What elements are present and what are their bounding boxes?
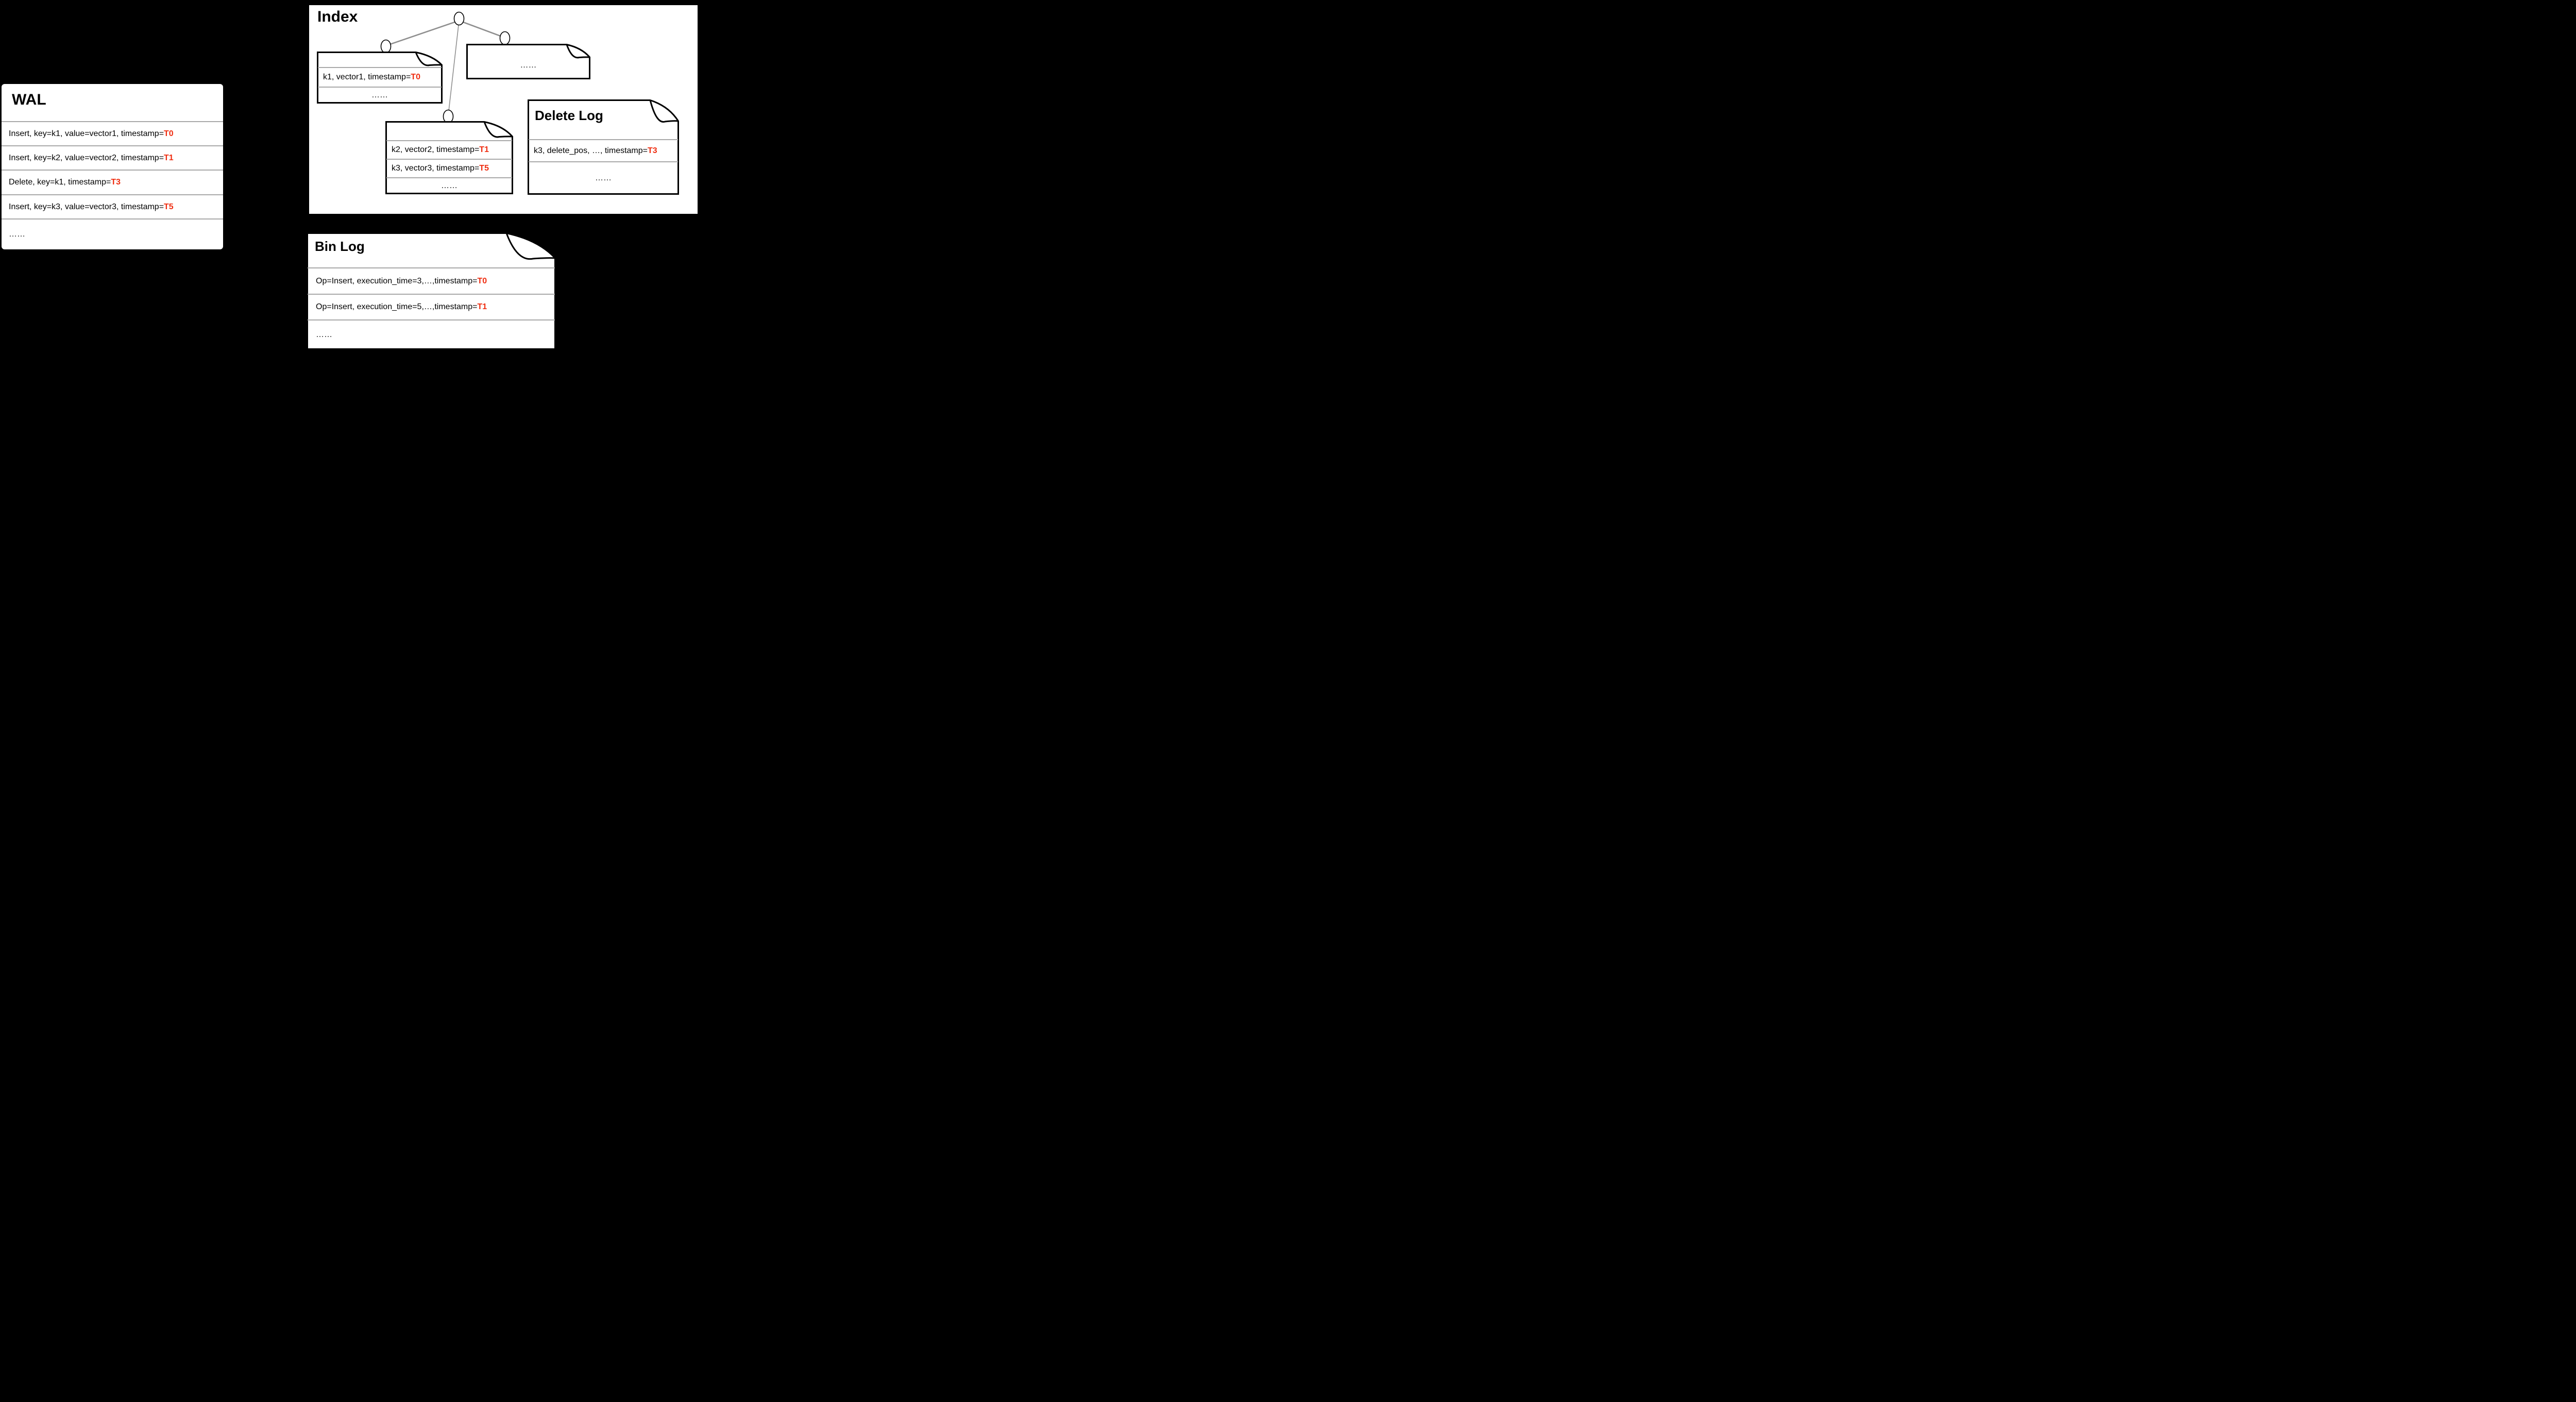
folded-corner	[649, 100, 679, 123]
delete-log-title: Delete Log	[535, 108, 603, 123]
timestamp-value: T5	[164, 202, 174, 211]
bin-log-row-text: Op=Insert, execution_time=5,…,timestamp=	[316, 302, 478, 311]
document-page-icon	[385, 121, 513, 194]
delete-log-row-ellipsis: ……	[529, 161, 678, 194]
timestamp-value: T0	[477, 276, 487, 285]
bin-log-row-text: Op=Insert, execution_time=3,…,timestamp=	[316, 276, 478, 285]
ellipsis-text: ……	[371, 90, 388, 99]
tree-node-right	[499, 31, 511, 45]
wal-row-insert-k3: Insert, key=k3, value=vector3, timestamp…	[2, 194, 223, 218]
folded-corner	[566, 44, 590, 59]
timestamp-value: T3	[648, 146, 657, 155]
wal-row-text: Insert, key=k3, value=vector3, timestamp…	[9, 202, 164, 211]
wal-row-text: Insert, key=k1, value=vector1, timestamp…	[9, 129, 164, 138]
timestamp-value: T1	[164, 153, 174, 162]
diagram-canvas: WAL Insert, key=k1, value=vector1, times…	[0, 0, 704, 350]
ellipsis-text: ……	[441, 181, 457, 190]
segment-row-text: k1, vector1, timestamp=	[323, 73, 411, 81]
ellipsis-text: ……	[520, 60, 537, 70]
delete-log-row: k3, delete_pos, …, timestamp=T3	[529, 139, 678, 161]
timestamp-value: T0	[164, 129, 174, 138]
segment-row-ellipsis: ……	[318, 87, 442, 103]
index-tree	[380, 11, 511, 124]
segment-row: k3, vector3, timestamp=T5	[386, 159, 512, 177]
segment-row-text: k3, vector3, timestamp=	[392, 164, 480, 173]
wal-row-text: Delete, key=k1, timestamp=	[9, 178, 111, 187]
wal-row-insert-k1: Insert, key=k1, value=vector1, timestamp…	[2, 121, 223, 145]
delete-log-doc: Delete Log k3, delete_pos, …, timestamp=…	[528, 99, 679, 195]
segment-doc-k1: k1, vector1, timestamp=T0 ……	[317, 52, 443, 104]
segment-row: k1, vector1, timestamp=T0	[318, 67, 442, 87]
bin-log-row-ellipsis: ……	[308, 319, 555, 349]
wal-row-delete-k1: Delete, key=k1, timestamp=T3	[2, 170, 223, 194]
bin-log-doc: Bin Log Op=Insert, execution_time=3,…,ti…	[307, 232, 556, 350]
wal-row-insert-k2: Insert, key=k2, value=vector2, timestamp…	[2, 145, 223, 170]
segment-row-ellipsis: ……	[386, 177, 512, 193]
ellipsis-text: ……	[595, 173, 612, 182]
timestamp-value: T0	[411, 73, 420, 81]
tree-node-left	[380, 39, 392, 54]
segment-row-ellipsis: ……	[466, 44, 590, 79]
document-page-icon	[466, 44, 590, 79]
segment-doc-more: ……	[466, 44, 590, 79]
folded-corner	[483, 121, 513, 138]
timestamp-value: T1	[479, 145, 489, 154]
wal-row-text: Insert, key=k2, value=vector2, timestamp…	[9, 153, 164, 162]
segment-row-text: k2, vector2, timestamp=	[392, 145, 480, 154]
segment-row: k2, vector2, timestamp=T1	[386, 140, 512, 159]
index-title: Index	[317, 8, 358, 25]
wal-box: WAL Insert, key=k1, value=vector1, times…	[2, 84, 223, 249]
segment-doc-k2k3: k2, vector2, timestamp=T1 k3, vector3, t…	[385, 121, 513, 194]
tree-edge-left	[386, 20, 460, 46]
document-page-icon	[317, 52, 443, 104]
ellipsis-text: ……	[316, 330, 332, 339]
tree-node-root	[453, 11, 465, 26]
bin-log-row: Op=Insert, execution_time=3,…,timestamp=…	[308, 267, 555, 294]
delete-log-row-text: k3, delete_pos, …, timestamp=	[534, 146, 648, 155]
bin-log-row: Op=Insert, execution_time=5,…,timestamp=…	[308, 294, 555, 319]
folded-corner	[415, 52, 442, 66]
ellipsis-text: ……	[9, 230, 25, 239]
document-page-icon	[528, 99, 679, 195]
folded-corner	[505, 232, 555, 260]
timestamp-value: T1	[477, 302, 487, 311]
tree-edge-right	[459, 20, 504, 38]
timestamp-value: T5	[479, 164, 489, 173]
index-panel: Index k1, vector1, timestamp=T0 ……	[308, 4, 699, 215]
timestamp-value: T3	[111, 178, 121, 187]
tree-edge-middle	[448, 20, 460, 116]
wal-title: WAL	[12, 91, 46, 108]
wal-row-ellipsis: ……	[2, 218, 223, 249]
bin-log-title: Bin Log	[315, 239, 365, 254]
